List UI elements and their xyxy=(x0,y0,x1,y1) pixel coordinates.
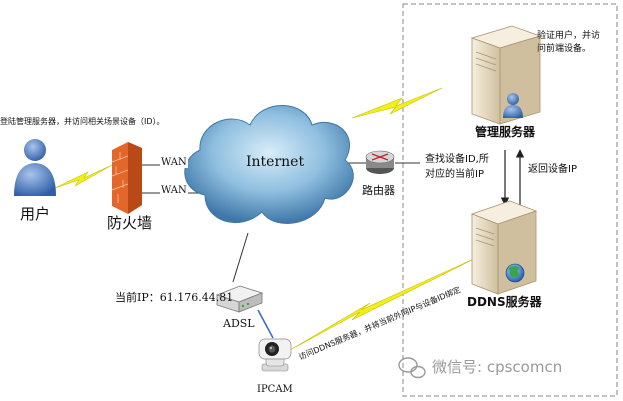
firewall-label: 防火墙 xyxy=(107,214,153,232)
current-ip-label: 当前IP：61.176.44.81 xyxy=(115,291,234,304)
firewall-icon xyxy=(111,142,142,214)
lightning-bolt-mgmt xyxy=(351,87,443,119)
router-note-line2: 对应的当前IP xyxy=(425,169,484,180)
mgmt-note-line2: 问前端设备。 xyxy=(537,44,592,54)
wan-label-2: WAN xyxy=(160,185,188,196)
wechat-icon xyxy=(398,357,426,379)
ddns-server-label: DDNS服务器 xyxy=(467,295,542,309)
mgmt-note-line1: 验证用户，并访 xyxy=(537,31,601,41)
internet-cloud-icon xyxy=(184,105,354,224)
wan-label-1: WAN xyxy=(160,157,188,168)
return-ip-note: 返回设备IP xyxy=(528,164,577,175)
router-icon xyxy=(365,150,395,174)
watermark-text: 微信号: cpscomcn xyxy=(432,358,563,376)
router-label: 路由器 xyxy=(362,184,395,197)
mgmt-server-label: 管理服务器 xyxy=(475,125,536,139)
ipcam-link-note: 访问DDNS服务器，并将当前外网IP与设备ID绑定 xyxy=(297,284,462,362)
ipcam-icon xyxy=(258,338,292,372)
lightning-bolt-user xyxy=(54,164,113,189)
router-note-line1: 查找设备ID,所 xyxy=(425,154,489,165)
user-label: 用户 xyxy=(20,205,51,223)
ddns-server-icon xyxy=(470,200,538,295)
adsl-modem-icon xyxy=(215,285,264,313)
user-icon xyxy=(14,139,56,196)
user-note: 登陆管理服务器，并访问相关场景设备（ID）。 xyxy=(0,117,165,126)
server-zone-border xyxy=(402,3,618,397)
ipcam-label: IPCAM xyxy=(257,384,293,395)
internet-label: Internet xyxy=(246,154,305,170)
management-server-icon xyxy=(470,25,542,125)
adsl-label: ADSL xyxy=(223,317,255,330)
adsl-ipcam-cable xyxy=(257,309,274,339)
lightning-bolt-ipcam xyxy=(289,256,479,351)
